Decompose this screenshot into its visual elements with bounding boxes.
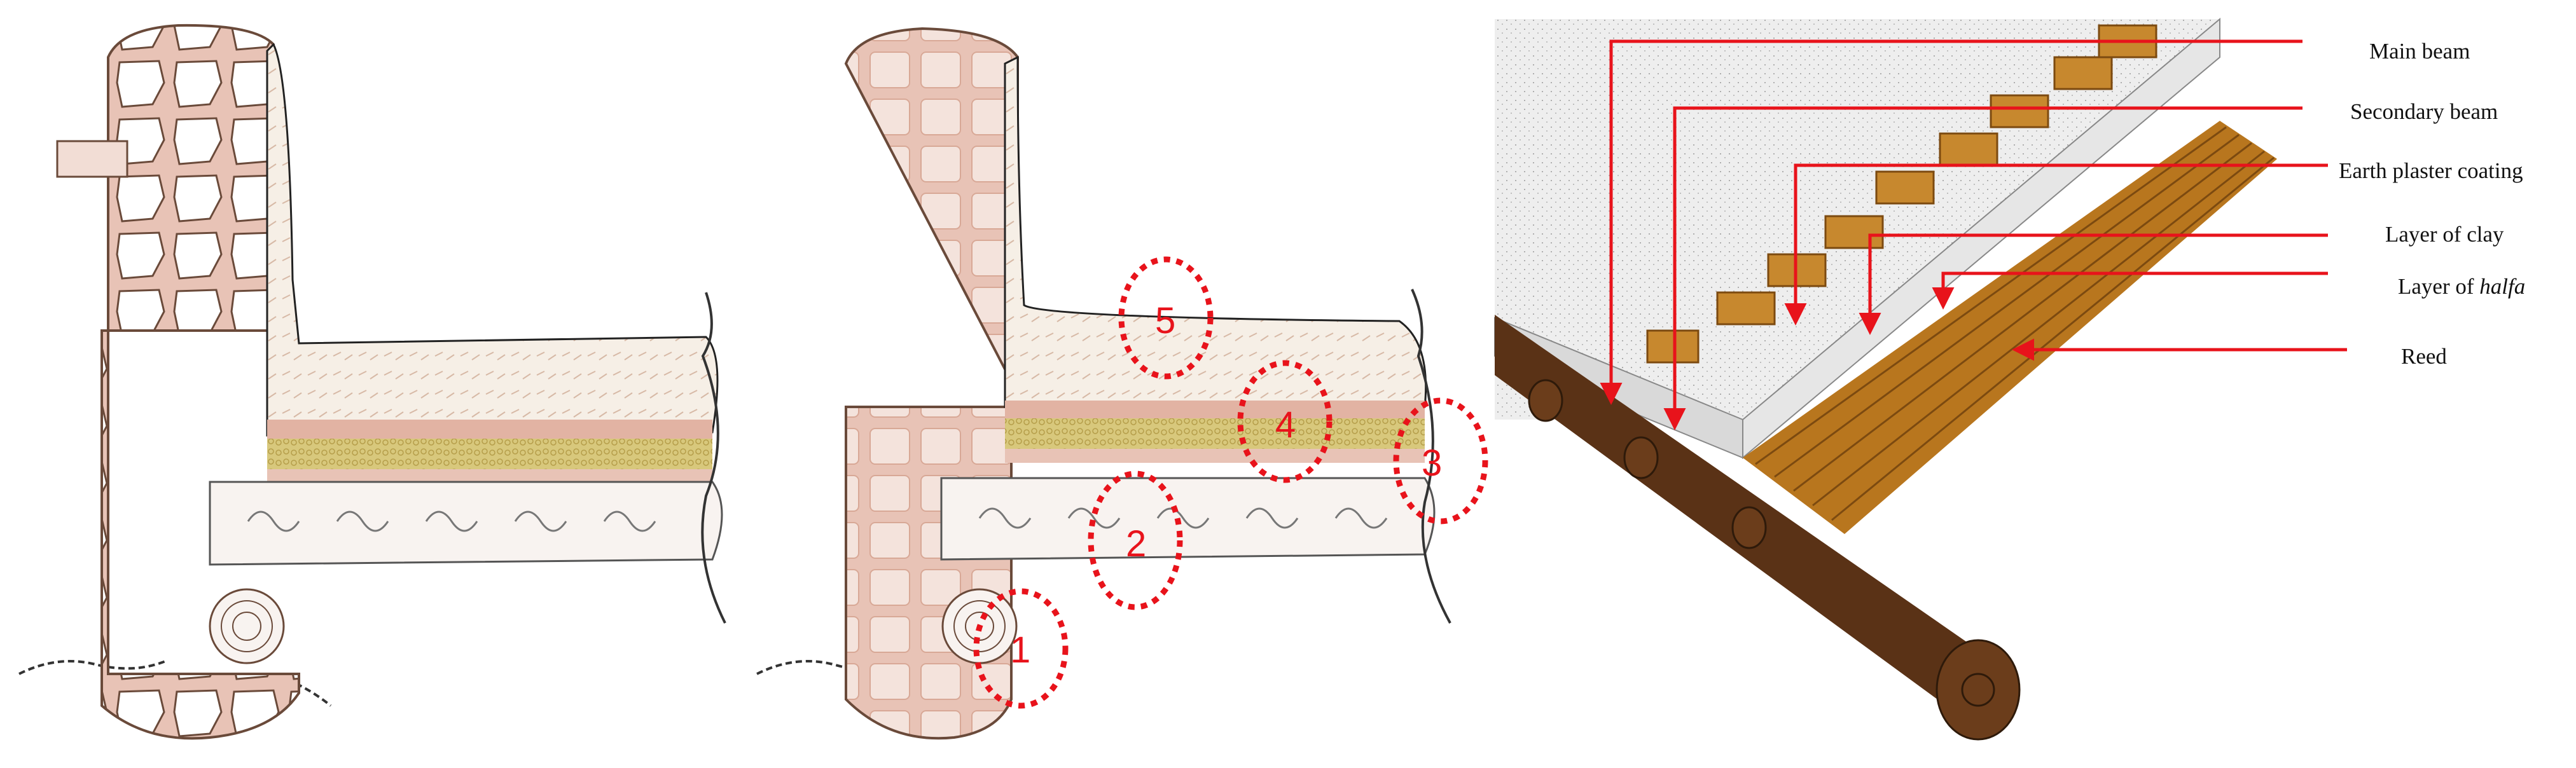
marker-5: 5 (1118, 256, 1214, 380)
label-layer-of-halfa: Layer of halfa (2398, 274, 2525, 299)
earth-plaster-layer (266, 43, 719, 437)
left-section-drawing (18, 24, 726, 740)
marker-1: 1 (973, 588, 1069, 709)
clay-band (267, 420, 712, 439)
marker-2-label: 2 (1126, 523, 1146, 565)
leader-layer-of-halfa (1932, 271, 2328, 310)
label-reed: Reed (2401, 344, 2447, 369)
stone-wall (100, 24, 300, 740)
ground-line-middle (756, 660, 891, 675)
right-isometric-drawing: Main beam Secondary beam Earth plaster c… (1494, 17, 2525, 741)
marker-3-label: 3 (1422, 442, 1442, 484)
middle-section-drawing: 1 2 3 4 5 (756, 27, 1488, 740)
roof-edge-mid (1411, 289, 1451, 624)
wall-projection (56, 140, 128, 178)
marker-2: 2 (1088, 470, 1183, 610)
halfa-layer (267, 439, 712, 469)
main-beam-end (1935, 639, 2021, 741)
reed-layer (1743, 121, 2277, 534)
secondary-beam-ends (1528, 379, 1767, 549)
brick-wall (844, 27, 1019, 740)
roof-edge-left (701, 292, 726, 624)
leader-earth-plaster (1784, 163, 2328, 326)
timber-beam-mid (940, 477, 1436, 561)
label-main-beam: Main beam (2369, 39, 2470, 64)
beam-grain-mid (978, 507, 1388, 529)
leader-secondary-beam (1663, 106, 2302, 430)
label-earth-plaster-coating: Earth plaster coating (2339, 158, 2523, 183)
log-end (209, 588, 285, 664)
marker-4-label: 4 (1275, 404, 1296, 446)
ground-line-left (18, 660, 166, 675)
roof-slab-side (1742, 17, 2220, 460)
label-secondary-beam: Secondary beam (2350, 99, 2498, 124)
label-layer-of-clay: Layer of clay (2385, 222, 2504, 247)
timber-beam (209, 481, 723, 566)
leader-lines (1600, 39, 2347, 430)
marker-1-label: 1 (1010, 629, 1030, 671)
halfa-layer-mid (1005, 418, 1425, 449)
leader-layer-of-clay (1859, 233, 2328, 335)
beam-grain (247, 511, 656, 532)
leader-main-beam (1600, 39, 2302, 405)
clay-band-mid (1005, 401, 1425, 418)
marker-5-label: 5 (1155, 300, 1175, 341)
earth-plaster-layer-mid (1004, 55, 1427, 408)
marker-3: 3 (1393, 397, 1488, 525)
marker-4: 4 (1237, 360, 1333, 483)
